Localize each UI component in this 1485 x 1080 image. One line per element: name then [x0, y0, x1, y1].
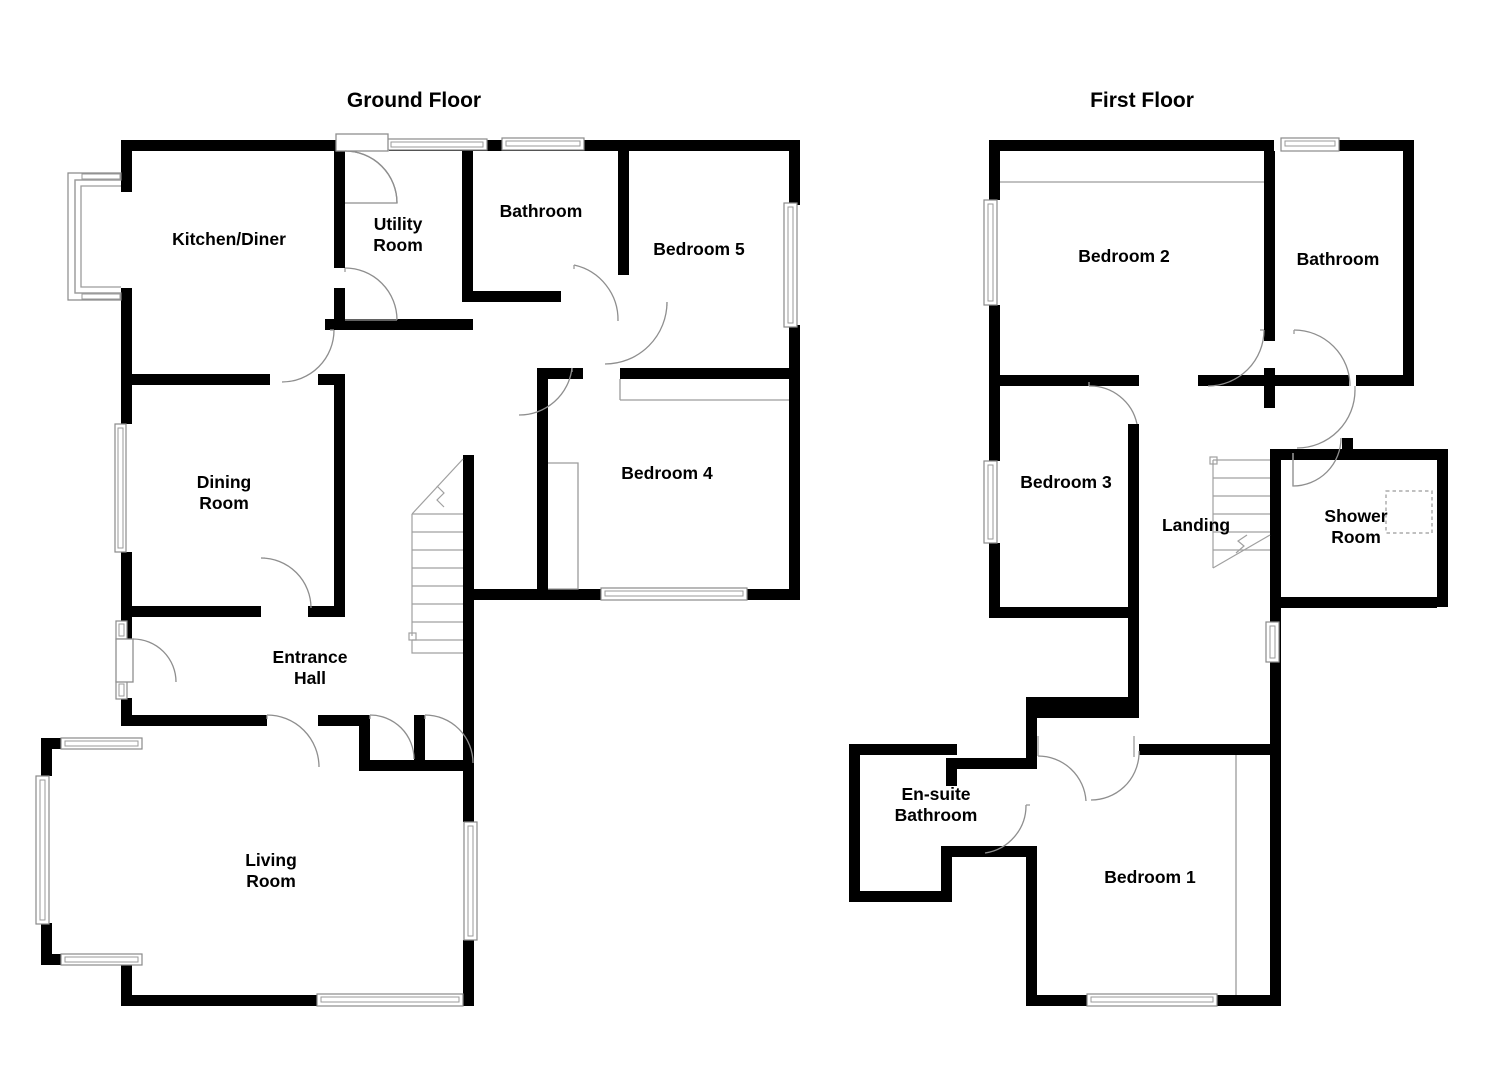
- shower-cubicle-icon: [1385, 490, 1433, 534]
- window-hallway-first: [1265, 621, 1280, 663]
- label-living-room-line1: Living: [245, 850, 297, 870]
- label-en-suite-bathroom-line2: Bathroom: [895, 805, 978, 825]
- ground-floor-doors: [260, 133, 668, 768]
- label-bathroom-ground: Bathroom: [500, 201, 583, 221]
- label-kitchen-diner: Kitchen/Diner: [172, 229, 286, 249]
- window-bathroom-first: [1280, 137, 1340, 152]
- door-bedroom-1-secondary[interactable]: [1037, 736, 1135, 802]
- ground-floor-windows: [35, 137, 798, 1007]
- door-bedroom-1[interactable]: [1090, 751, 1140, 801]
- first-floor-fittings: [1000, 181, 1433, 995]
- door-kitchen-utility[interactable]: [344, 267, 398, 321]
- ground-floor-fittings: [408, 379, 789, 654]
- first-floor-labels: Bedroom 2 Bathroom Bedroom 3 Landing Sho…: [895, 246, 1388, 887]
- front-door-entrance-hall[interactable]: [115, 620, 177, 700]
- door-shower-room[interactable]: [1292, 437, 1342, 487]
- label-entrance-hall-line1: Entrance: [273, 647, 348, 667]
- door-bedroom-4[interactable]: [518, 367, 573, 416]
- first-floor-windows: [983, 137, 1340, 1007]
- window-living-room-top: [60, 737, 143, 750]
- door-living-room[interactable]: [266, 714, 320, 768]
- door-bathroom-ground[interactable]: [573, 264, 619, 322]
- window-living-room-bottom-left: [60, 953, 143, 966]
- window-dining-room: [114, 423, 127, 553]
- window-bedroom-2: [983, 199, 998, 306]
- staircase-first-floor: [1209, 456, 1271, 569]
- door-bedroom-3[interactable]: [1088, 382, 1138, 425]
- window-bedroom-4: [600, 587, 748, 601]
- door-utility-external[interactable]: [335, 133, 398, 204]
- first-floor-walls: [849, 140, 1448, 1006]
- label-bedroom-1: Bedroom 1: [1104, 867, 1196, 887]
- first-floor-title: First Floor: [1090, 89, 1194, 112]
- label-shower-room-line1: Shower: [1324, 506, 1387, 526]
- first-floor-group: First Floor: [849, 89, 1448, 1007]
- label-living-room-line2: Room: [246, 871, 296, 891]
- window-utility-room: [386, 138, 488, 151]
- window-bedroom-5: [783, 202, 798, 328]
- ground-floor-group: Ground Floor: [35, 89, 800, 1007]
- label-bedroom-5: Bedroom 5: [653, 239, 745, 259]
- window-bedroom-1: [1086, 993, 1218, 1007]
- door-bedroom-5[interactable]: [604, 301, 668, 365]
- label-entrance-hall-line2: Hall: [294, 668, 326, 688]
- label-bathroom-first: Bathroom: [1297, 249, 1380, 269]
- window-living-room-right: [463, 821, 478, 941]
- label-utility-room-line2: Room: [373, 235, 423, 255]
- bay-window-kitchen: [67, 172, 122, 301]
- first-floor-doors: [984, 329, 1356, 854]
- label-dining-room-line2: Room: [199, 493, 249, 513]
- window-living-room-left: [35, 775, 50, 925]
- label-bedroom-2: Bedroom 2: [1078, 246, 1170, 266]
- door-kitchen-hall[interactable]: [281, 329, 335, 383]
- window-bedroom-3: [983, 460, 998, 544]
- staircase-ground-floor: [408, 458, 464, 654]
- door-bathroom-first[interactable]: [1293, 329, 1351, 387]
- label-bedroom-4: Bedroom 4: [621, 463, 713, 483]
- door-dining-room[interactable]: [260, 557, 312, 609]
- ground-floor-labels: Kitchen/Diner Utility Room Bathroom Bedr…: [172, 201, 745, 891]
- label-bedroom-3: Bedroom 3: [1020, 472, 1112, 492]
- door-bedroom-2[interactable]: [1207, 329, 1265, 387]
- door-hall-cupboard-right[interactable]: [424, 714, 474, 764]
- label-dining-room-line1: Dining: [197, 472, 251, 492]
- ground-floor-title: Ground Floor: [347, 89, 481, 112]
- label-en-suite-bathroom-line1: En-suite: [901, 784, 970, 804]
- label-utility-room-line1: Utility: [374, 214, 423, 234]
- door-en-suite-bathroom[interactable]: [984, 804, 1030, 854]
- window-bathroom-ground: [501, 137, 585, 151]
- door-landing[interactable]: [1296, 386, 1356, 449]
- window-living-room-bottom: [316, 993, 464, 1007]
- label-shower-room-line2: Room: [1331, 527, 1381, 547]
- door-hall-cupboard-left[interactable]: [369, 714, 415, 760]
- label-landing: Landing: [1162, 515, 1230, 535]
